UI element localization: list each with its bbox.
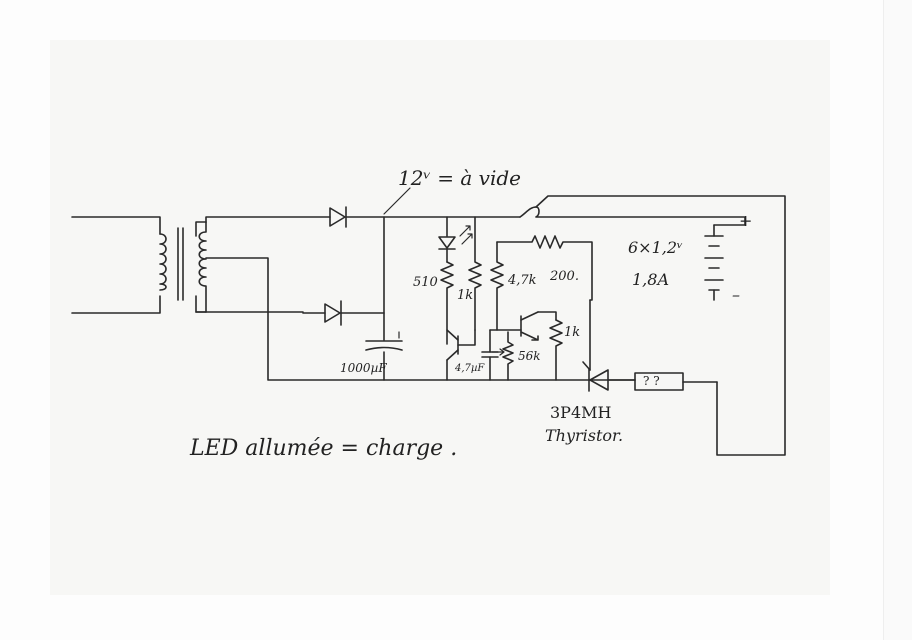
resistor-56k-label: 56k <box>518 349 541 363</box>
voltage-note: 12ᵛ = à vide <box>398 166 521 190</box>
transformer-secondary-coil <box>195 221 207 313</box>
page-edge <box>883 0 912 640</box>
unknown-component-label: ? ? <box>643 374 660 388</box>
paper-area <box>50 40 830 595</box>
resistor-1k-right-label: 1k <box>564 325 581 340</box>
battery-pack <box>704 224 746 301</box>
battery-minus-label: – <box>732 285 740 304</box>
resistor-1k-left <box>468 216 482 331</box>
transformer-core <box>177 227 184 301</box>
capacitor-4-7uF <box>481 329 499 381</box>
resistor-1k-left-label: 1k <box>457 288 474 303</box>
battery-plus-label: + <box>739 211 753 230</box>
resistor-510 <box>440 261 454 345</box>
resistor-510-label: 510 <box>413 275 438 290</box>
capacitor-1000uF <box>365 331 403 381</box>
resistor-56k <box>502 331 514 381</box>
battery-current-label: 1,8A <box>632 270 669 289</box>
wire-ground-return <box>205 257 636 381</box>
thyristor <box>582 361 609 392</box>
wire-top-left <box>205 216 331 223</box>
battery-pack-label: 6×1,2ᵛ <box>628 238 683 257</box>
thyristor-code-label: 3P4MH <box>550 403 612 422</box>
resistor-200 <box>496 235 593 301</box>
transistor-right <box>489 311 557 341</box>
capacitor-4-7uF-label: 4,7µF <box>455 363 485 374</box>
resistor-4-7k <box>490 241 504 331</box>
diode-top <box>329 206 347 228</box>
caption-led-charge: LED allumée = charge . <box>190 436 458 461</box>
transistor-left <box>446 329 476 381</box>
capacitor-1000uF-label: 1000µF <box>340 361 387 375</box>
transformer-primary-coil <box>159 233 167 291</box>
pot-wiper <box>491 348 505 356</box>
resistor-200-label: 200. <box>550 269 579 284</box>
resistor-1k-right <box>549 319 563 381</box>
wire-outer-loop <box>535 195 786 456</box>
diode-bottom <box>324 300 342 326</box>
resistor-4-7k-label: 4,7k <box>508 273 537 288</box>
arrow-voltage-note <box>383 187 411 215</box>
thyristor-name-label: Thyristor. <box>545 426 624 445</box>
led-indicator <box>438 225 473 250</box>
transformer-primary-wires <box>71 216 161 314</box>
wire-top-hop <box>519 206 746 226</box>
